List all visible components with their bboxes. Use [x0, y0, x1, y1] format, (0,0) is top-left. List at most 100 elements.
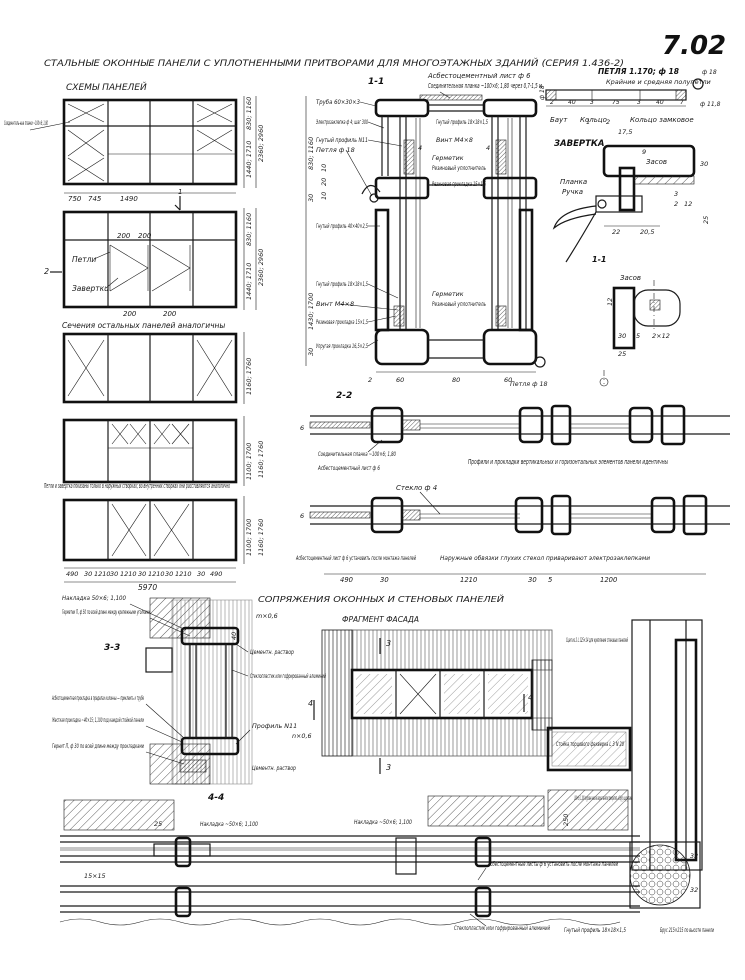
scheme5-dim-v1: 1100; 1700: [245, 519, 253, 556]
scheme2-dim-200d: 200: [163, 310, 177, 318]
sheet-number: 7.02: [662, 31, 726, 61]
junction-heading: СОПРЯЖЕНИЯ ОКОННЫХ И СТЕНОВЫХ ПАНЕЛЕЙ: [258, 593, 504, 604]
bdim-9: 30: [197, 570, 205, 578]
facade-marker-3a: 3: [386, 639, 391, 648]
s11-callout-3: Петля ф 18: [316, 146, 355, 154]
schemes-side-note: Соедини-тель-ные планки ~100×6; 1,80: [4, 119, 48, 127]
s33-label-3: Стеклопластик или гофрированный алюминий: [250, 672, 326, 680]
latch-label-zasov: Засов: [646, 158, 667, 166]
scheme-section-note: Сечения остальных панелей аналогичны: [62, 321, 225, 330]
s33-label-2: Цементн. раствор: [250, 648, 294, 656]
s11-bdim-60a: 60: [396, 376, 404, 384]
bdim-6: 1210: [148, 570, 165, 578]
s22-bdim-30a: 30: [380, 576, 389, 584]
latch-label-ruchka: Ручка: [562, 188, 583, 196]
bdim-8: 1210: [175, 570, 192, 578]
bdim-10: 490: [210, 570, 222, 578]
s11-inner-2: Герметик: [432, 155, 464, 162]
s44-dim-15x15: 15×15: [84, 872, 106, 880]
scheme-dim-745: 745: [88, 195, 102, 203]
scheme-dim-1490: 1490: [120, 195, 138, 203]
facade-marker-4b: 4: [528, 693, 533, 702]
s44-label-5: Брус 215×215 по высоте панели: [660, 926, 714, 934]
latch-dim-9: 9: [642, 148, 646, 156]
section-4-4-drawing: [59, 795, 640, 926]
hinge-dim-3a: 3: [590, 99, 594, 106]
facade-fragment-drawing: [321, 629, 553, 757]
latch-dim-25: 25: [702, 216, 710, 224]
s22-label-1: Асбестоцементный лист ф 6: [317, 464, 380, 472]
s11-inner-6: Резиновый уплотнитель: [432, 301, 486, 308]
latch-dim-30: 30: [700, 160, 708, 168]
bdim-3: 30: [110, 570, 118, 578]
latch-dim-205: 20,5: [640, 228, 654, 236]
latch-section-dim-2x12: 2×12: [652, 332, 670, 340]
s33-label-6: Гернит П, ф 30 по всей длине между прокл…: [52, 742, 144, 750]
scheme2-dim-v2: 830; 1160: [245, 213, 253, 246]
s33-label-4: Асбестоцементная прокладка в пределах ко…: [52, 694, 144, 702]
s33-dim-n: n×0,6: [292, 732, 312, 740]
facade-marker-4a: 4: [308, 699, 313, 708]
hinge-title: ПЕТЛЯ 1.170; ф 18: [598, 67, 679, 76]
s22-dim-6a: 6: [300, 424, 304, 432]
s22-bdim-490: 490: [340, 576, 353, 584]
section-1-1-left-callouts: Труба 60×30×3 Электрозаклепка ф 4; шаг 3…: [316, 98, 403, 350]
s11-inner-7: Петля ф 18: [510, 381, 548, 388]
scheme2-dim-200c: 200: [123, 310, 137, 318]
label-petli: Петли: [72, 255, 96, 264]
hinge-dim-d18: ф 18: [539, 85, 546, 100]
scheme4-dim-v1: 1100; 1700: [245, 443, 253, 480]
latch-dim-2b: 2: [674, 200, 678, 208]
s44-dim-32a: 32: [690, 852, 698, 860]
bdim-0: 490: [66, 570, 78, 578]
s44-dim-32b: 32: [690, 886, 698, 894]
hinge-dim-d18b: ф 18: [702, 69, 717, 76]
s22-bdim-5: 5: [548, 576, 552, 584]
latch-dim-1: 1: [586, 118, 590, 126]
section-2-2-drawing: [309, 404, 730, 536]
s11-bdim-60b: 60: [504, 376, 512, 384]
latch-dim-22: 22: [612, 228, 620, 236]
scheme-bottom-dims: 490 30 1210 30 1210 30 1210 30 1210 30 4…: [66, 570, 222, 578]
s11-callout-2: Гнутый профиль N11: [316, 136, 368, 144]
s22-bdim-1200: 1200: [600, 576, 617, 584]
scheme-petli-note: Петли и завертка показаны только в наруж…: [44, 482, 230, 490]
col-label-1: Стойка торцового фахверка L 3 N 20: [556, 740, 624, 748]
scheme-dim-750: 750: [68, 195, 82, 203]
s11-dim-4b: 4: [486, 144, 490, 152]
s22-bdim-30b: 30: [528, 576, 537, 584]
latch-label-planka: Планка: [560, 178, 587, 186]
col-dim-250: 250: [562, 814, 570, 826]
s33-label-5: Жесткая прокладка ~40×15; 1,100 под кажд…: [52, 716, 144, 724]
s11-bdim-2: 2: [368, 376, 372, 384]
scheme5-dim-v2: 1160; 1760: [257, 519, 265, 556]
s22-label-4: Асбестоцементный лист ф 6 установить пос…: [295, 554, 416, 562]
bdim-4: 1210: [120, 570, 137, 578]
hinge-dim-40a: 40: [568, 99, 576, 106]
s11-dim-20: 20: [320, 178, 328, 186]
s22-label-0: Соединительная планка ~100×6; 1,80: [318, 450, 396, 458]
section-marker-1: 1: [178, 188, 182, 196]
sheet-title: СТАЛЬНЫЕ ОКОННЫЕ ПАНЕЛИ С УПЛОТНЕННЫМИ П…: [44, 57, 624, 69]
hinge-label-baut: Баут: [550, 116, 568, 124]
s11-callout-8: Упругая прокладка 16,5×2,5: [316, 342, 368, 350]
hinge-note: Крайние и средняя полупетли: [606, 78, 711, 86]
panel-scheme-5: [62, 498, 238, 562]
facade-marker-3b: 3: [386, 763, 391, 772]
bdim-2: 1210: [94, 570, 111, 578]
s11-dim-830: 830; 1160: [307, 137, 315, 170]
s33-label-8: Цементн. раствор: [252, 764, 296, 772]
s11-dim-10: 10: [320, 192, 328, 200]
label-zaverki: Заверткu: [72, 284, 109, 293]
scheme-total: 5970: [138, 583, 157, 592]
s11-callout-6: Винт М4×8: [316, 300, 354, 308]
scheme3-dim-v1: 1160; 1760: [245, 358, 253, 395]
hinge-dim-40b: 40: [656, 99, 664, 106]
hinge-dim-d118: ф 11,8: [700, 101, 721, 108]
latch-section-zasov: Засов: [620, 274, 641, 282]
bdim-1: 30: [84, 570, 92, 578]
latch-dim-12: 12: [684, 200, 692, 208]
s11-inner-4: Резиновая прокладка 15×1,5: [432, 181, 486, 188]
hinge-dim-75: 75: [612, 99, 620, 106]
latch-dim-3: 3: [674, 190, 678, 198]
